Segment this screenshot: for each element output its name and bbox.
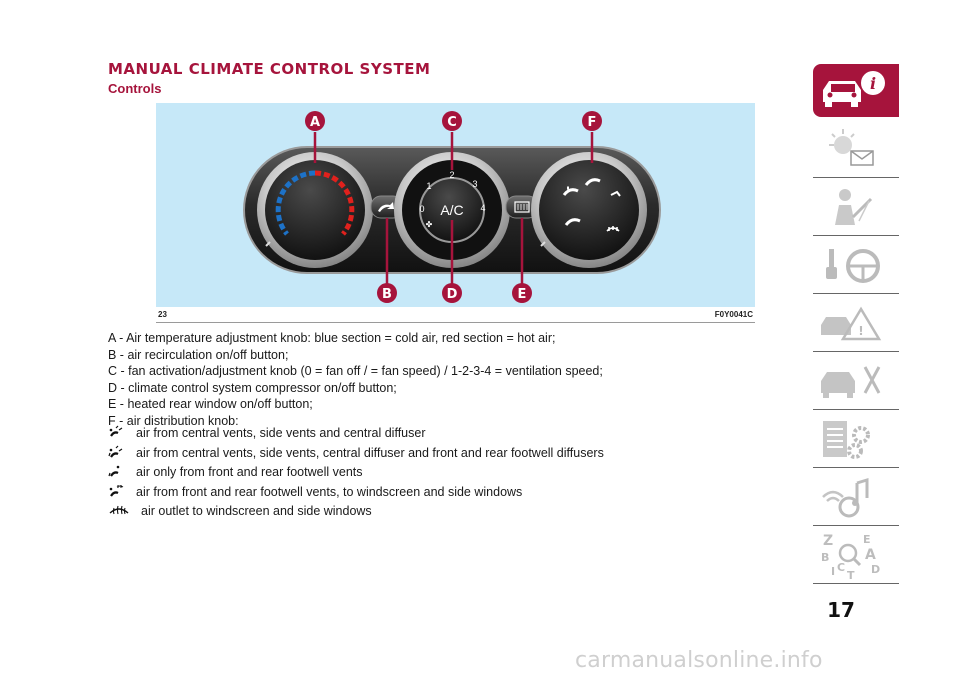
fan-speed-2: 2	[449, 170, 454, 180]
tab-servicing[interactable]	[813, 355, 899, 410]
legend-item-c: C - fan activation/adjustment knob (0 = …	[108, 364, 603, 378]
legend-item-b: B - air recirculation on/off button;	[108, 347, 289, 362]
climate-panel-illustration: A/C 0 1 2 3 4 ✤	[156, 103, 755, 307]
svg-text:D: D	[871, 563, 880, 576]
legend-item-f: F - air distribution knob:	[108, 413, 239, 428]
emergency-icon: !	[821, 306, 882, 341]
callout-e: E	[512, 283, 532, 303]
tab-index[interactable]: Z E B A I C T D	[813, 529, 899, 584]
fan-speed-0: 0	[419, 204, 424, 214]
tab-warning-lights[interactable]	[813, 123, 899, 178]
climate-control-figure: A/C 0 1 2 3 4 ✤	[156, 103, 755, 323]
cold-section	[275, 170, 316, 236]
index-icon: Z E B A I C T D	[821, 533, 880, 582]
figure-code: F0Y0041C	[714, 310, 753, 319]
servicing-icon	[821, 366, 881, 398]
mode-text: air from front and rear footwell vents, …	[136, 484, 523, 499]
section-subtitle: Controls	[108, 81, 162, 96]
face-feet-vent-icon	[108, 445, 123, 458]
knob-feet-windscreen-icon	[610, 190, 621, 197]
callout-a: A	[305, 111, 325, 131]
svg-text:E: E	[518, 287, 527, 302]
svg-text:T: T	[847, 569, 855, 582]
svg-text:A: A	[865, 547, 876, 563]
svg-text:!: !	[858, 324, 863, 338]
air-distribution-knob[interactable]	[531, 152, 647, 268]
multimedia-icon	[822, 477, 869, 518]
mode-text: air outlet to windscreen and side window…	[141, 504, 372, 518]
mode-text: air from central vents, side vents and c…	[136, 426, 426, 440]
technical-data-icon	[823, 421, 870, 459]
face-vent-icon	[109, 425, 123, 437]
recirculation-icon	[378, 202, 394, 212]
tab-starting-driving[interactable]	[813, 239, 899, 294]
knob-face-icon	[584, 178, 601, 186]
ac-label: A/C	[440, 202, 463, 218]
hot-section	[314, 170, 355, 236]
legend-item-a: A - Air temperature adjustment knob: blu…	[108, 331, 556, 345]
section-title: MANUAL CLIMATE CONTROL SYSTEM	[108, 60, 431, 78]
watermark: carmanualsonline.info	[575, 648, 823, 673]
distribution-modes-list: air from central vents, side vents and c…	[108, 424, 648, 522]
safety-icon	[835, 189, 873, 225]
svg-text:i: i	[870, 74, 876, 93]
knob-defrost-icon	[606, 226, 620, 232]
svg-text:Z: Z	[823, 533, 833, 549]
knob-feet-icon	[564, 218, 581, 226]
tab-car-info[interactable]: i	[813, 64, 899, 117]
windscreen-defrost-icon	[109, 505, 129, 515]
callout-d: D	[442, 283, 462, 303]
tab-multimedia[interactable]	[813, 471, 899, 526]
list-item: air from central vents, side vents, cent…	[108, 444, 648, 464]
svg-text:C: C	[837, 561, 845, 574]
list-item: air only from front and rear footwell ve…	[108, 463, 648, 483]
starting-driving-icon	[826, 249, 880, 283]
callout-b: B	[377, 283, 397, 303]
fan-speed-4: 4	[480, 203, 485, 213]
fan-icon: ✤	[426, 220, 433, 229]
knob-face-feet-icon	[562, 186, 579, 196]
rear-defrost-icon	[514, 201, 530, 213]
list-item: air from front and rear footwell vents, …	[108, 483, 648, 503]
legend-item-e: E - heated rear window on/off button;	[108, 397, 313, 411]
list-item: air outlet to windscreen and side window…	[108, 502, 648, 522]
figure-number: 23	[158, 310, 167, 319]
mode-text: air only from front and rear footwell ve…	[136, 465, 363, 479]
tab-emergency[interactable]: !	[813, 297, 899, 352]
svg-text:I: I	[831, 565, 835, 578]
svg-text:E: E	[863, 533, 871, 546]
callout-f: F	[582, 111, 602, 131]
svg-text:A: A	[310, 115, 320, 130]
svg-text:C: C	[447, 115, 457, 130]
tab-technical-data[interactable]	[813, 413, 899, 468]
fan-speed-3: 3	[472, 179, 477, 189]
temperature-knob[interactable]	[257, 152, 373, 268]
svg-text:F: F	[588, 115, 597, 130]
warning-lights-icon	[829, 129, 874, 166]
svg-text:D: D	[447, 287, 458, 302]
feet-vent-icon	[108, 465, 120, 477]
page-number: 17	[827, 598, 855, 622]
svg-text:B: B	[382, 287, 392, 302]
callout-leaders	[313, 132, 594, 293]
car-info-icon: i	[823, 71, 885, 107]
controls-legend: A - Air temperature adjustment knob: blu…	[108, 330, 668, 429]
list-item: air from central vents, side vents and c…	[108, 424, 648, 444]
tab-safety[interactable]	[813, 181, 899, 236]
svg-text:B: B	[821, 551, 829, 564]
feet-windscreen-vent-icon	[109, 484, 124, 497]
legend-item-d: D - climate control system compressor on…	[108, 380, 397, 395]
fan-speed-1: 1	[426, 181, 431, 191]
callout-c: C	[442, 111, 462, 131]
fan-knob[interactable]: A/C 0 1 2 3 4 ✤	[394, 152, 510, 268]
mode-text: air from central vents, side vents, cent…	[136, 445, 604, 460]
